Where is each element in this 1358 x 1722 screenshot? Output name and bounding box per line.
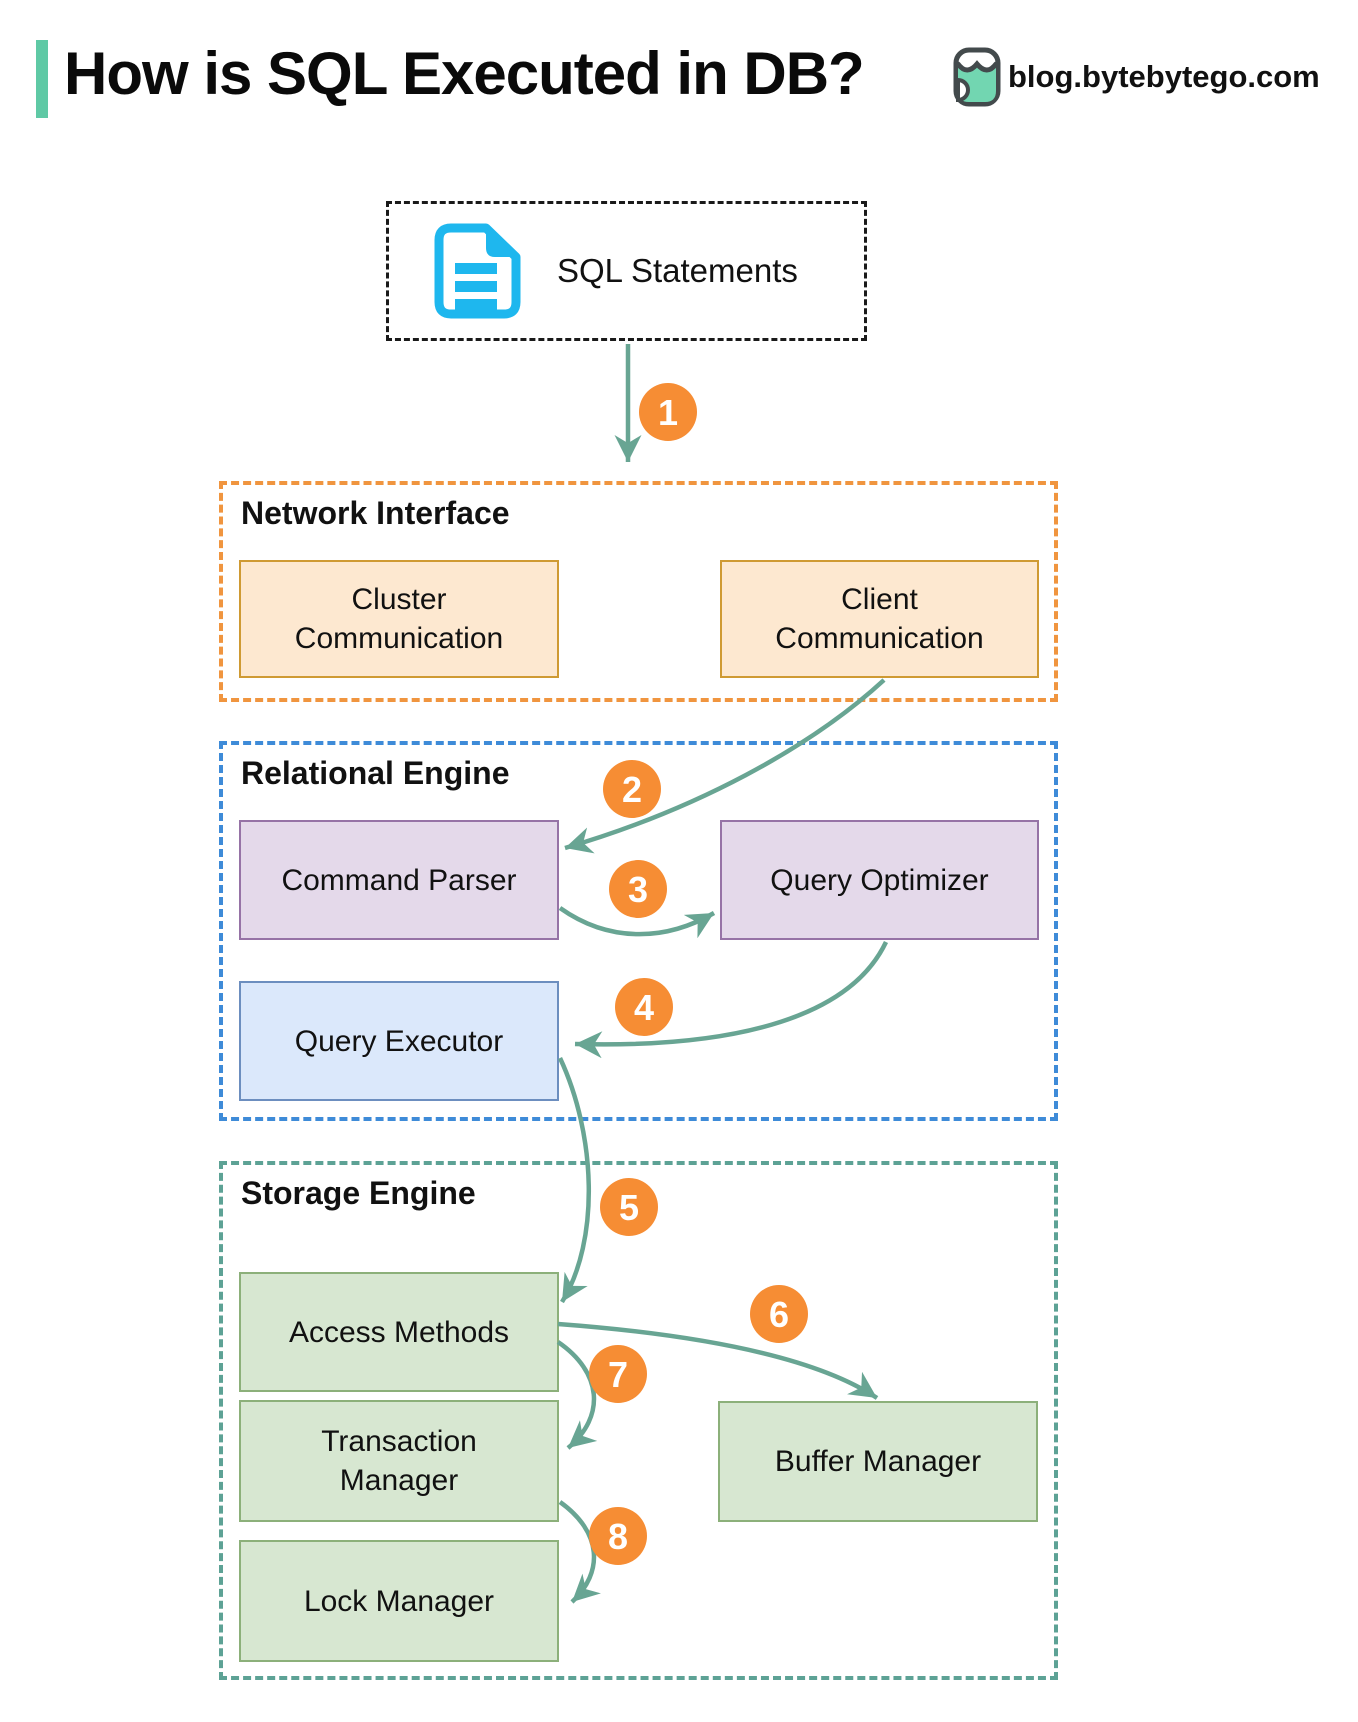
lock-manager-node: Lock Manager <box>239 1540 559 1662</box>
query-optimizer-node: Query Optimizer <box>720 820 1039 940</box>
svg-text:1: 1 <box>658 392 678 433</box>
bytebytego-logo-icon <box>953 47 1001 107</box>
network-interface-title: Network Interface <box>241 495 510 531</box>
buffer-manager-node: Buffer Manager <box>718 1401 1038 1522</box>
storage-engine-section: Storage Engine <box>219 1161 1058 1680</box>
command-parser-node: Command Parser <box>239 820 559 940</box>
client-communication-node: Client Communication <box>720 560 1039 678</box>
query-executor-node: Query Executor <box>239 981 559 1101</box>
access-methods-node: Access Methods <box>239 1272 559 1392</box>
sql-statements-box: SQL Statements <box>386 201 867 341</box>
step-1-badge: 1 <box>639 383 697 441</box>
cluster-communication-node: Cluster Communication <box>239 560 559 678</box>
brand-url: blog.bytebytego.com <box>1008 59 1320 94</box>
relational-engine-title: Relational Engine <box>241 755 510 791</box>
transaction-manager-node: Transaction Manager <box>239 1400 559 1522</box>
page-title: How is SQL Executed in DB? <box>64 40 865 107</box>
title-accent-bar <box>36 40 48 118</box>
sql-statements-label: SQL Statements <box>557 252 798 289</box>
document-icon <box>434 223 521 319</box>
storage-engine-title: Storage Engine <box>241 1175 476 1211</box>
brand: blog.bytebytego.com <box>952 46 1320 108</box>
